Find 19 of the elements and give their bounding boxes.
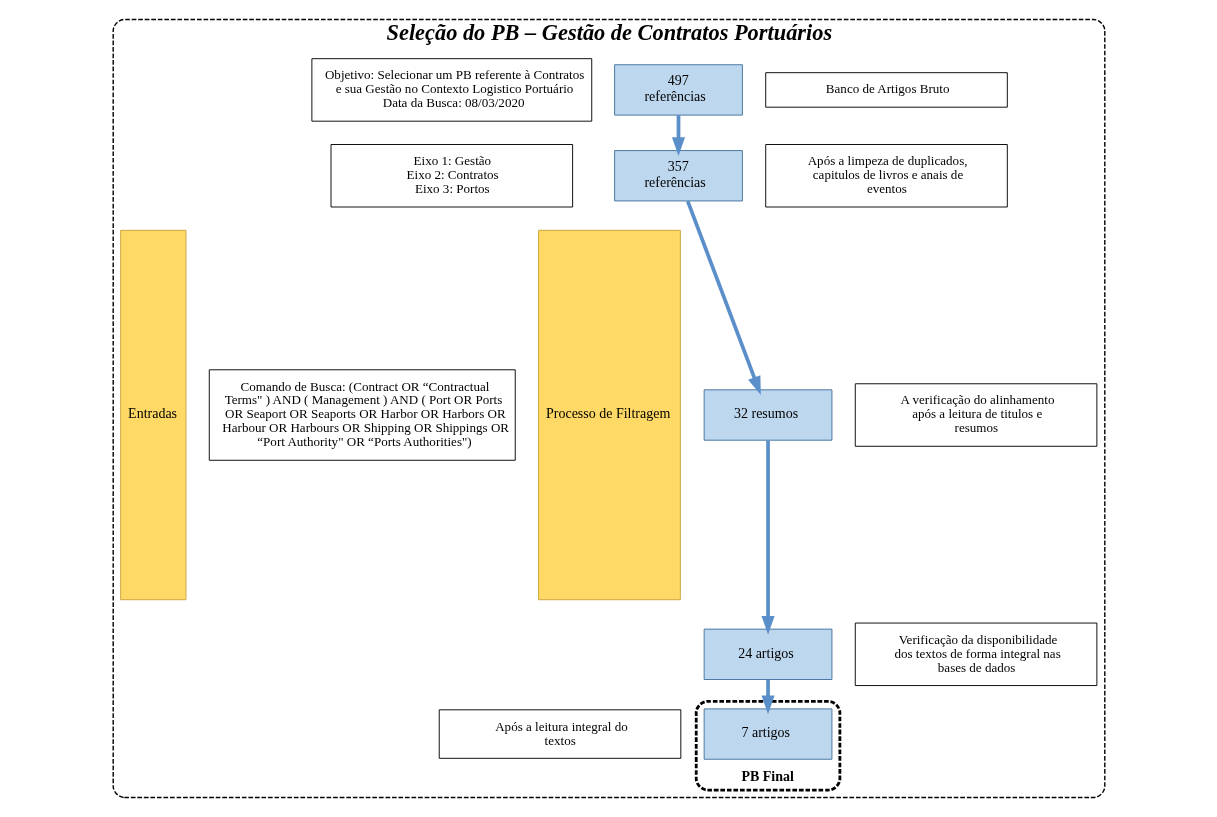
node-box: Após a limpeza de duplicados, capitulos de livros e anais de eventos [764,144,1008,208]
node-box: 24 artigos [703,628,832,680]
node-box: Comando de Busca: (Contract OR “Contractual Terms" ) AND ( Management ) AND ( Port OR Ports OR Seaport OR Seaports OR Harbor OR Harbors OR Harbour OR Harbours OR Shipping OR Shippings OR “Port Authority" OR “Ports Authorities") [208,369,516,461]
node-box: Após a leitura integral do textos [438,709,681,759]
node-box: Objetivo: Selecionar um PB referente à Contratos e sua Gestão no Contexto Logistico Portuário Data da Busca: 08/03/2020 [310,58,592,122]
arrow [761,440,775,635]
node-box: 32 resumos [703,389,832,441]
node-box: Entradas [119,229,186,601]
arrow [761,679,775,715]
node-box: 357 referências [613,150,743,202]
node-box: 497 referências [613,64,743,116]
node-box: Verificação da disponibilidade dos textos de forma integral nas bases de dados [854,622,1097,686]
arrow [671,115,685,156]
node-box: 7 artigos [703,708,832,760]
node-box: Banco de Artigos Bruto [764,72,1008,108]
arrow [685,200,761,395]
node-box: Processo de Filtragem [537,229,681,601]
node-box: A verificação do alinhamento após a leitura de titulos e resumos [854,383,1097,447]
node-box: Eixo 1: Gestão Eixo 2: Contratos Eixo 3: Portos [330,144,573,208]
